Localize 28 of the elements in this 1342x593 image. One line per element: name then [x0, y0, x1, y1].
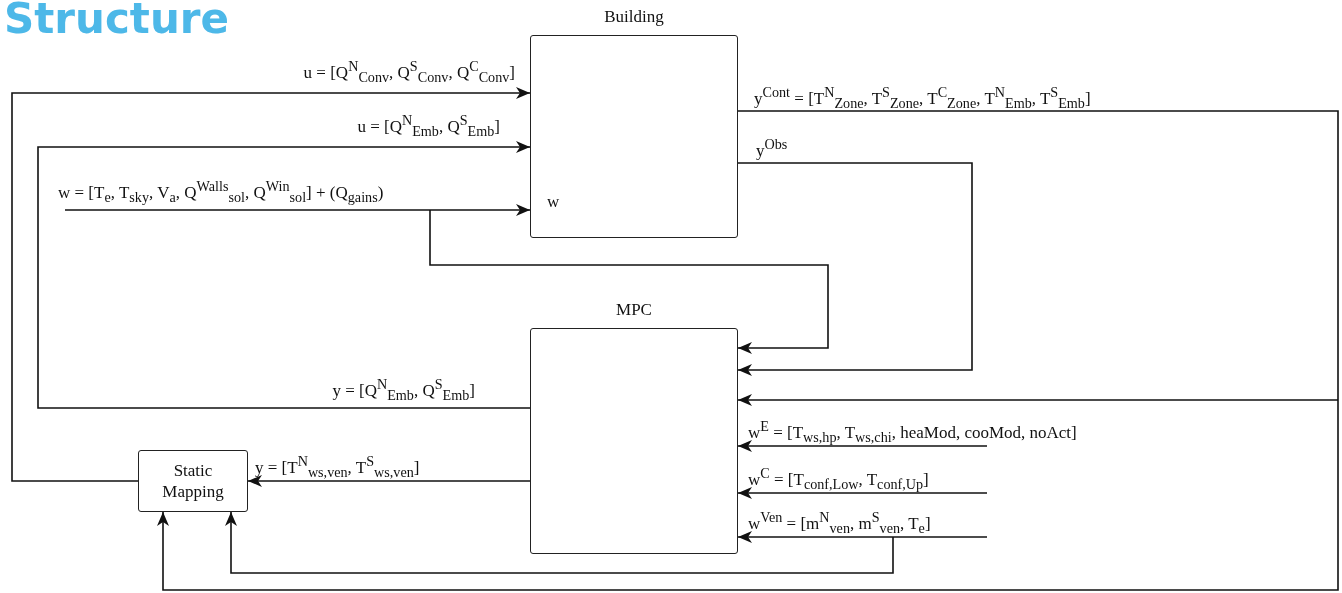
block-title: MPC — [615, 300, 653, 320]
edge-label: w = [T$_{e}$, T$_{sky}$, V$_{a}$, Q$^{Walls}$$_{sol}$, Q$^{Win}$$_{sol}$] + (Q$_{gains}$) — [58, 177, 384, 208]
arrow — [64, 204, 531, 216]
edge-label: w$^{C}$ = [T$_{conf,Low}$, T$_{conf,Up}$] — [748, 464, 929, 495]
edge-label: y$^{Obs}$ — [756, 135, 788, 161]
edge-label: w$^{E}$ = [T$_{ws,hp}$, T$_{ws,chi}$, heaMod, cooMod, noAct] — [748, 417, 1077, 448]
line — [737, 110, 1339, 401]
arrow — [737, 531, 988, 543]
arrow — [11, 87, 531, 482]
block-title: Building — [603, 7, 665, 27]
arrow — [157, 399, 1339, 591]
page-title: Structure — [4, 0, 229, 43]
block-label: Static Mapping — [161, 460, 225, 503]
arrow — [737, 440, 988, 452]
arrow — [247, 475, 531, 487]
port-label: w — [547, 192, 560, 212]
arrow — [737, 487, 988, 499]
arrow — [737, 162, 973, 376]
edge-label: w$^{Ven}$ = [m$^{N}$$_{ven}$, m$^{S}$$_{ven}$, T$_{e}$] — [748, 508, 931, 539]
arrow — [429, 209, 829, 354]
arrow — [225, 511, 894, 574]
edge-label: y = [T$^{N}$$_{ws,ven}$, T$^{S}$$_{ws,ven}$] — [255, 452, 420, 483]
arrow — [737, 394, 1339, 406]
edge-label: u = [Q$^{N}$$_{Emb}$, Q$^{S}$$_{Emb}$] — [357, 111, 500, 142]
signal-label: y = [Q$^{N}$$_{Emb}$, Q$^{S}$$_{Emb}$] — [332, 375, 475, 406]
edge-label: u = [Q$^{N}$$_{Conv}$, Q$^{S}$$_{Conv}$, Q$^{C}$$_{Conv}$] — [303, 57, 515, 88]
edge-label: y$^{Cont}$ = [T$^{N}$$_{Zone}$, T$^{S}$$_{Zone}$, T$^{C}$$_{Zone}$, T$^{N}$$_{Emb}$, T$^{S}$$_{Emb}$] — [754, 83, 1091, 114]
arrow — [37, 141, 531, 409]
